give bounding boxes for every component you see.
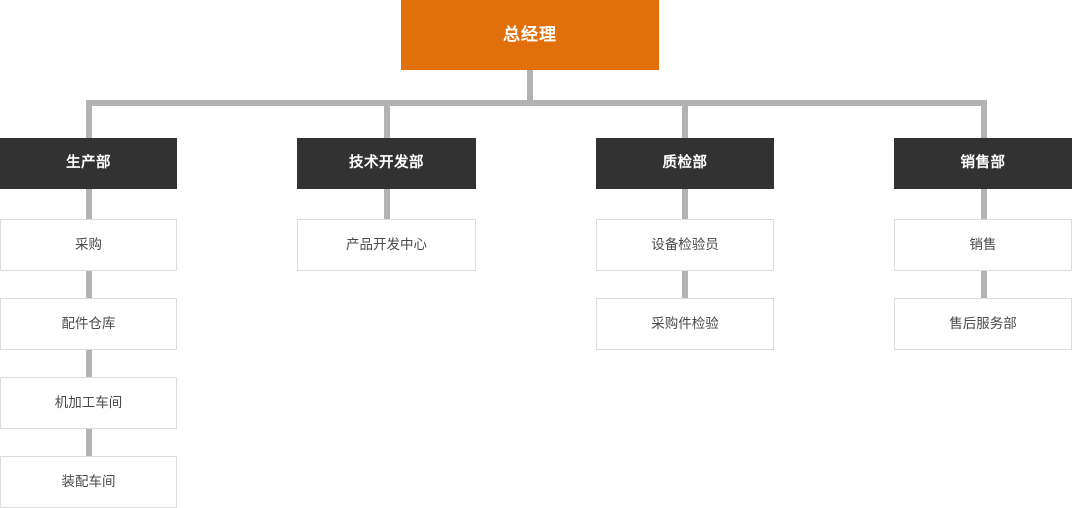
connector-technology-to-child-1 (384, 189, 390, 219)
node-department-technology-label: 技术开发部 (349, 154, 424, 171)
connector-sales-1-to-2 (981, 271, 987, 298)
node-leaf-technology-1-label: 产品开发中心 (346, 236, 427, 253)
node-department-production[interactable]: 生产部 (0, 138, 177, 189)
node-leaf-sales-1-label: 销售 (969, 236, 997, 253)
node-leaf-technology-1[interactable]: 产品开发中心 (297, 219, 476, 271)
node-leaf-quality-1[interactable]: 设备检验员 (596, 219, 774, 271)
node-leaf-production-4-label: 装配车间 (61, 473, 116, 490)
node-leaf-production-2[interactable]: 配件仓库 (0, 298, 177, 350)
connector-drop-dept-1 (86, 100, 92, 138)
node-leaf-sales-1[interactable]: 销售 (894, 219, 1072, 271)
node-department-sales-label: 销售部 (960, 154, 1006, 171)
node-department-production-label: 生产部 (66, 154, 111, 171)
node-leaf-sales-2[interactable]: 售后服务部 (894, 298, 1072, 350)
node-leaf-production-3-label: 机加工车间 (54, 394, 123, 411)
node-leaf-production-1[interactable]: 采购 (0, 219, 177, 271)
connector-production-to-child-1 (86, 189, 92, 219)
connector-quality-to-child-1 (682, 189, 688, 219)
connector-root-stem (527, 70, 533, 102)
connector-production-1-to-2 (86, 271, 92, 298)
node-leaf-production-3[interactable]: 机加工车间 (0, 377, 177, 429)
node-department-sales[interactable]: 销售部 (894, 138, 1072, 189)
node-root-label: 总经理 (503, 24, 557, 45)
node-leaf-quality-2[interactable]: 采购件检验 (596, 298, 774, 350)
node-leaf-sales-2-label: 售后服务部 (949, 315, 1017, 332)
node-leaf-production-1-label: 采购 (75, 236, 102, 253)
node-leaf-quality-2-label: 采购件检验 (651, 315, 719, 332)
connector-trunk-bar (86, 100, 987, 106)
connector-quality-1-to-2 (682, 271, 688, 298)
node-leaf-production-2-label: 配件仓库 (61, 315, 116, 332)
connector-production-2-to-3 (86, 350, 92, 377)
node-department-quality[interactable]: 质检部 (596, 138, 774, 189)
connector-drop-dept-2 (384, 100, 390, 138)
node-leaf-production-4[interactable]: 装配车间 (0, 456, 177, 508)
node-leaf-quality-1-label: 设备检验员 (651, 236, 719, 253)
connector-drop-dept-3 (682, 100, 688, 138)
node-department-quality-label: 质检部 (662, 154, 708, 171)
connector-sales-to-child-1 (981, 189, 987, 219)
connector-production-3-to-4 (86, 429, 92, 456)
node-department-technology[interactable]: 技术开发部 (297, 138, 476, 189)
connector-drop-dept-4 (981, 100, 987, 138)
node-root-general-manager[interactable]: 总经理 (401, 0, 659, 70)
